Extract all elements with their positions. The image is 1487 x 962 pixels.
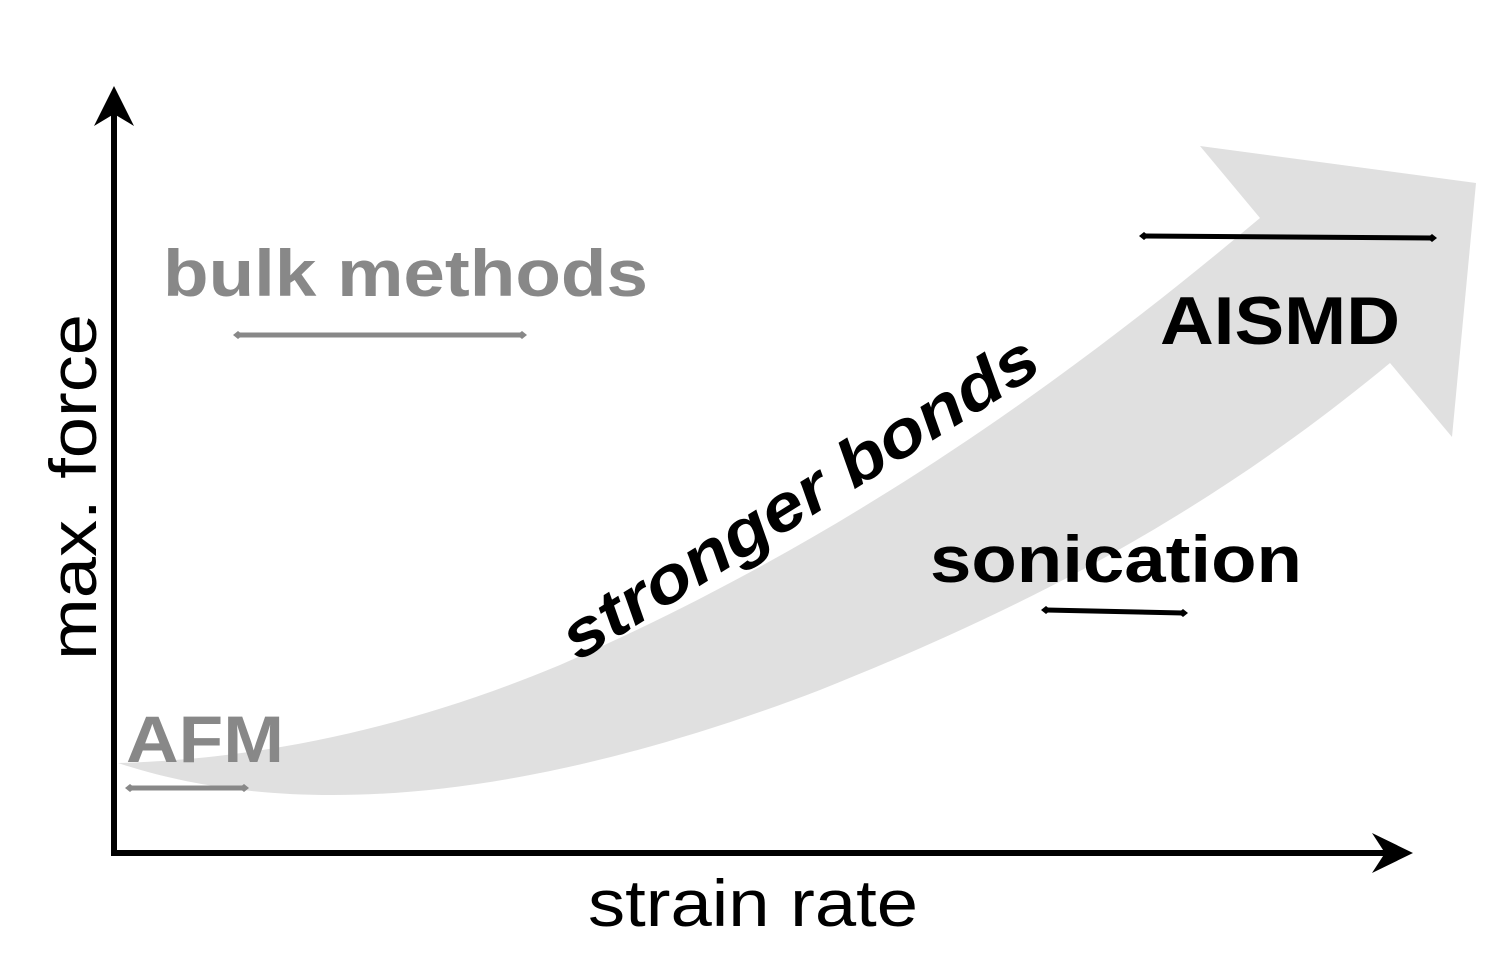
bulk-methods-label: bulk methods bbox=[163, 236, 648, 310]
sonication-range-bar bbox=[1041, 606, 1188, 617]
x-axis-arrowhead bbox=[1372, 833, 1413, 873]
aismd-range-bar bbox=[1139, 232, 1437, 242]
y-axis-arrowhead bbox=[94, 86, 134, 126]
trend-arrow bbox=[118, 146, 1476, 796]
x-axis-label: strain rate bbox=[588, 866, 918, 940]
y-axis-label: max. force bbox=[36, 314, 110, 660]
afm-label: AFM bbox=[126, 702, 284, 776]
sonication-label: sonication bbox=[930, 522, 1302, 596]
aismd-label: AISMD bbox=[1160, 283, 1400, 359]
